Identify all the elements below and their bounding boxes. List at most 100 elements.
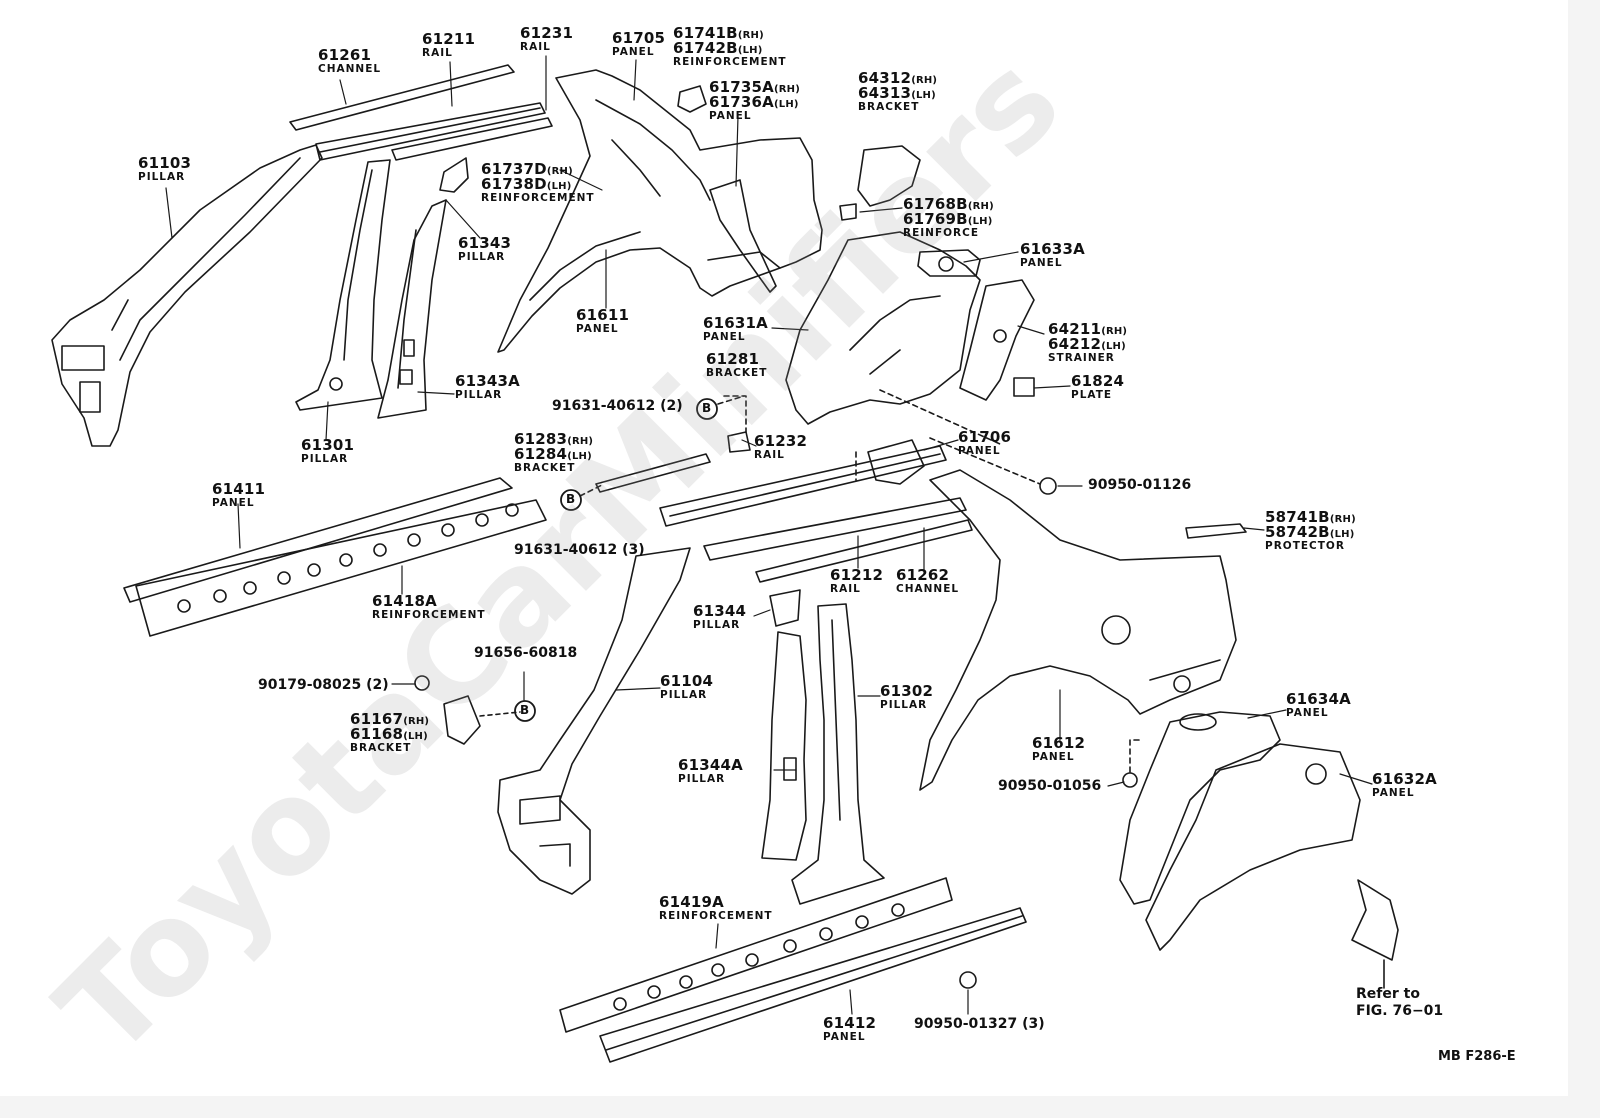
part-name: PILLAR — [678, 773, 726, 785]
part-number-text: 61211 — [422, 30, 476, 48]
part-number: 61705 — [612, 31, 665, 46]
side-suffix: (LH) — [1101, 341, 1126, 352]
part-number-text: 61634A — [1286, 690, 1351, 708]
rocker-reinforcement-holes-shape — [177, 503, 519, 613]
part-number-text: 61283 — [514, 430, 568, 448]
side-suffix: (LH) — [546, 181, 572, 192]
part-number-text: 61631A — [703, 314, 768, 332]
part-number-text: 61737D — [481, 160, 547, 178]
part-callout: 61167(RH)61168(LH)BRACKET — [350, 712, 429, 754]
part-number: 64211(RH) — [1048, 322, 1127, 337]
part-name: PILLAR — [693, 619, 741, 631]
part-name: RAIL — [520, 41, 551, 53]
part-number: 61211 — [422, 32, 475, 47]
side-suffix: (LH) — [737, 45, 763, 56]
part-name: PILLAR — [458, 251, 506, 263]
leader-lines — [165, 55, 1373, 1015]
part-callout: 61741B(RH)61742B(LH)REINFORCEMENT — [673, 26, 787, 68]
front-pillar-61104-shape — [497, 547, 691, 895]
side-suffix: (LH) — [774, 99, 799, 110]
part-number: 61167(RH) — [350, 712, 429, 727]
part-number-text: 61412 — [823, 1014, 877, 1032]
part-name: PANEL — [1032, 751, 1075, 763]
mud-guard-shape — [1351, 879, 1399, 961]
part-number-alt-text: 58742B — [1265, 523, 1330, 541]
part-number: 61261 — [318, 48, 381, 63]
part-number-text: 61611 — [576, 306, 630, 324]
part-number: 61634A — [1286, 692, 1351, 707]
part-callout: 61768B(RH)61769B(LH)REINFORCE — [903, 197, 994, 239]
part-number: 61262 — [896, 568, 959, 583]
part-number-alt: 61284(LH) — [514, 447, 593, 462]
part-number-text: 64312 — [858, 69, 912, 87]
part-name: PANEL — [823, 1031, 866, 1043]
part-number: 61611 — [576, 308, 629, 323]
part-number: 61343 — [458, 236, 511, 251]
clip-90950-01327-shape — [959, 971, 977, 989]
part-number-text: 61418A — [372, 592, 437, 610]
part-number-alt-text: 64313 — [858, 84, 912, 102]
side-suffix: (RH) — [737, 30, 764, 41]
bubble-b-marker-2 — [560, 489, 582, 511]
refer-note-line2: FIG. 76−01 — [1356, 1003, 1444, 1019]
pillar-61344a-shape — [761, 631, 807, 861]
bracket-61283-shape — [595, 453, 711, 493]
clip-90950-01126-shape — [1039, 477, 1057, 495]
part-number-text: 61612 — [1032, 734, 1086, 752]
part-number-text: 61768B — [903, 195, 968, 213]
part-number: 61419A — [659, 895, 773, 910]
bubble-b-marker-3 — [514, 700, 536, 722]
clip-90950-01056-shape — [1122, 772, 1138, 788]
fastener-callout: 91631-40612 (2) — [552, 398, 683, 414]
part-name: REINFORCEMENT — [673, 56, 787, 68]
side-suffix: (RH) — [911, 75, 938, 86]
fastener-callout: 91631-40612 (3) — [514, 542, 645, 558]
part-name: PANEL — [1372, 787, 1415, 799]
fastener-callout: 90950-01126 — [1088, 477, 1192, 493]
part-number-text: 61344 — [693, 602, 747, 620]
part-number-text: 64211 — [1048, 320, 1102, 338]
part-name: BRACKET — [706, 367, 768, 379]
part-number-text: 61261 — [318, 46, 372, 64]
rocker-panel-61412-shape — [599, 907, 1027, 1063]
reinforce-61768b-shape — [839, 203, 857, 221]
bubble-letter-1: B — [702, 401, 712, 415]
part-number: 61344 — [693, 604, 746, 619]
roof-side-rail-shape — [289, 64, 553, 161]
fastener-callout: 90950-01056 — [998, 778, 1102, 794]
part-number: 61301 — [301, 438, 354, 453]
part-number-alt: 61738D(LH) — [481, 177, 595, 192]
side-suffix: (LH) — [911, 90, 936, 101]
side-suffix: (RH) — [1329, 514, 1356, 525]
part-number: 61281 — [706, 352, 767, 367]
part-number-text: 61231 — [520, 24, 574, 42]
part-name: PLATE — [1071, 389, 1113, 401]
reinforcement-61741b-shape — [677, 85, 707, 113]
part-number-text: 61824 — [1071, 372, 1125, 390]
part-number-text: 61411 — [212, 480, 266, 498]
part-number: 61612 — [1032, 736, 1085, 751]
pillar-61344-shape — [769, 589, 801, 627]
pillar-61343-shape — [377, 199, 447, 419]
part-number-text: 61344A — [678, 756, 743, 774]
part-name: PILLAR — [455, 389, 503, 401]
part-callout: 58741B(RH)58742B(LH)PROTECTOR — [1265, 510, 1356, 552]
part-number: 61302 — [880, 684, 933, 699]
part-number-text: 61705 — [612, 29, 666, 47]
